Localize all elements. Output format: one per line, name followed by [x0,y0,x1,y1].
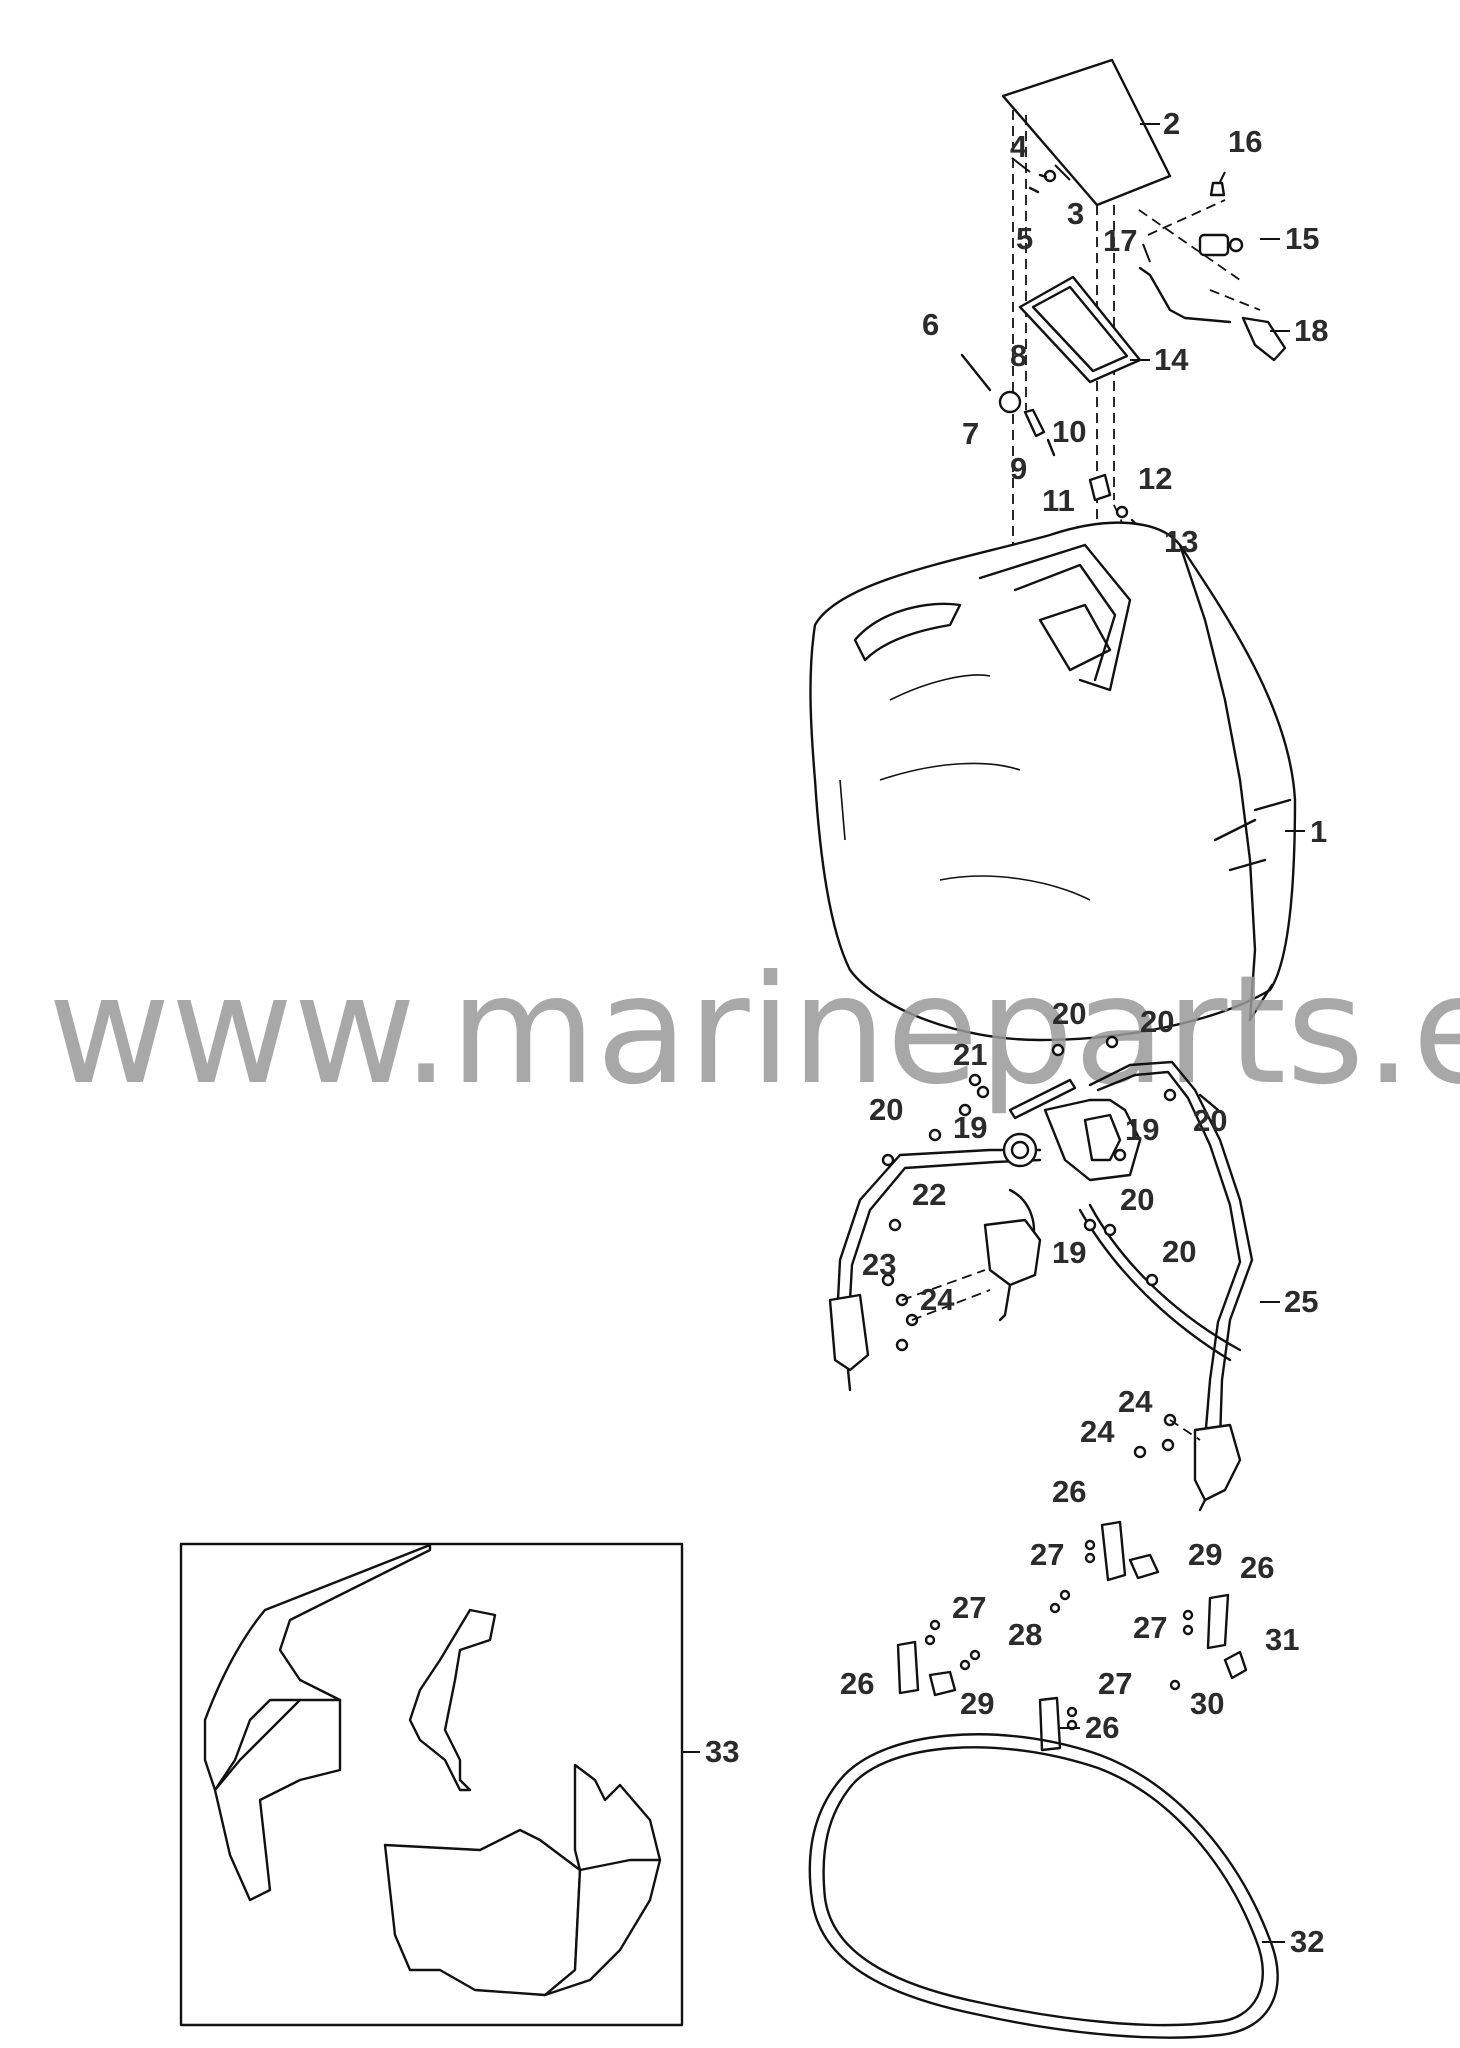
callout-14: 14 [1154,342,1189,377]
latch-handle-center [1002,1098,1142,1182]
leader-lines [682,123,1305,1943]
callout-19c: 19 [1052,1235,1086,1270]
callout-27d: 27 [1098,1666,1132,1701]
callout-27a: 27 [1030,1537,1064,1572]
callout-5: 5 [1016,221,1033,256]
watermark-text: www.marineparts.eu [48,944,1460,1118]
callout-31: 31 [1265,1622,1299,1657]
small-screws-19-24 [881,1035,1220,1459]
part-18-catch [1241,316,1287,362]
callout-20d: 20 [869,1092,903,1127]
callout-20e: 20 [1120,1182,1154,1217]
latch-block-left [828,1293,870,1392]
callout-7: 7 [962,416,979,451]
callout-4: 4 [1010,129,1028,164]
part-7-bushing [998,390,1022,414]
part-15-latch [1198,233,1244,257]
part-14-seal-frame [1018,275,1142,384]
part-31-clip [1223,1650,1248,1680]
latch-block-right [1193,1423,1242,1512]
callout-numbers: 2 16 4 3 5 17 15 18 14 6 8 7 10 9 12 11 … [705,106,1328,1959]
callout-24a: 24 [920,1282,955,1317]
callout-12: 12 [1138,461,1172,496]
callout-32: 32 [1290,1924,1324,1959]
part-1-top-cowl [809,521,1297,1042]
part-26-brackets [896,1520,1230,1752]
parts-3-4-5-fasteners [1028,169,1057,194]
callout-19b: 19 [1125,1112,1159,1147]
part-10-11-bracket [1088,473,1112,502]
callout-30: 30 [1190,1686,1224,1721]
part-16-screw [1209,181,1226,197]
latch-block-center [983,1218,1042,1322]
callout-2: 2 [1163,106,1180,141]
callout-19a: 19 [953,1110,987,1145]
callout-24b: 24 [1118,1384,1153,1419]
callout-16: 16 [1228,124,1262,159]
part-33-lower-cowl-panels [203,1543,662,1997]
callout-6: 6 [922,307,939,342]
callout-29a: 29 [1188,1537,1222,1572]
part-17-rod [1138,266,1232,324]
part-8-spring [1023,408,1046,438]
callout-20f: 20 [1162,1234,1196,1269]
part-33-inset-box [179,1542,684,2027]
part-32-seal-ring [808,1733,1279,2039]
callout-26a: 26 [1052,1474,1086,1509]
callout-24c: 24 [1080,1414,1115,1449]
callout-13: 13 [1164,524,1198,559]
callout-15: 15 [1285,221,1319,256]
part-9-pin [1046,438,1056,457]
callout-26c: 26 [840,1666,874,1701]
callout-8: 8 [1010,338,1027,373]
callout-28: 28 [1008,1617,1042,1652]
callout-11: 11 [1042,483,1075,518]
callout-3: 3 [1067,196,1084,231]
callout-27c: 27 [1133,1610,1167,1645]
callout-20c: 20 [1193,1103,1227,1138]
callout-33: 33 [705,1734,739,1769]
callout-21: 21 [953,1037,987,1072]
part-6-pin [960,353,992,392]
part-21-shaft [1008,1078,1077,1120]
callout-1: 1 [1310,814,1327,849]
callout-18: 18 [1294,313,1328,348]
callout-20a: 20 [1052,996,1086,1031]
callout-9: 9 [1010,451,1027,486]
callout-29b: 29 [960,1686,994,1721]
callout-26b: 26 [1240,1550,1274,1585]
callout-23: 23 [862,1247,896,1282]
callout-27b: 27 [952,1590,986,1625]
callout-22: 22 [912,1177,946,1212]
part-27-28-screws [924,1539,1194,1731]
part-2-top-cover [1001,58,1172,207]
callout-25: 25 [1284,1284,1318,1319]
part-29-clips [928,1553,1160,1697]
callout-17: 17 [1103,223,1137,258]
callout-10: 10 [1052,414,1086,449]
callout-26d: 26 [1085,1710,1119,1745]
callout-20b: 20 [1140,1004,1174,1039]
